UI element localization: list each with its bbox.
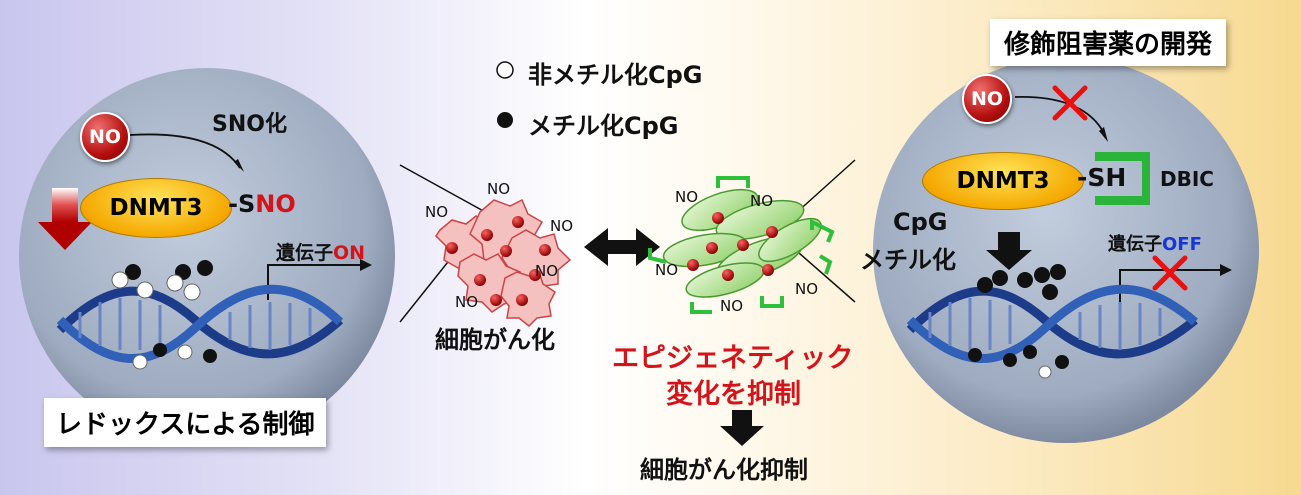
unmethylated-marker: [496, 61, 514, 79]
no-tag-2: NO: [425, 203, 449, 221]
result-arrow: [720, 410, 764, 446]
cpg-line2: メチル化: [860, 246, 956, 274]
epigenetic-line2: 変化を抑制: [666, 379, 801, 410]
no-suffix: NO: [255, 190, 296, 218]
double-arrow: [584, 228, 660, 266]
no-tag-1: NO: [487, 180, 511, 198]
result-label: 細胞がん化抑制: [640, 456, 808, 484]
methylated-marker: [497, 112, 513, 128]
s-prefix: -S: [228, 190, 256, 218]
left-caption-box: レドックスによる制御: [44, 398, 327, 447]
right-no-molecule: NO: [962, 74, 1012, 124]
no-tag-4: NO: [535, 262, 559, 280]
right-gene-prefix: 遺伝子: [1108, 234, 1162, 255]
cancer-cell-cluster: [435, 198, 572, 328]
right-gene-label: 遺伝子OFF: [1108, 230, 1202, 256]
no-tag-6: NO: [675, 188, 699, 206]
legend-unmethylated-label: 非メチル化CpG: [528, 61, 703, 89]
gene-on-state: ON: [333, 242, 366, 264]
right-dna-helix: [906, 264, 1198, 379]
cpg-line1: CpG: [893, 208, 948, 236]
sh-label: -SH: [1077, 163, 1127, 192]
left-gene-label: 遺伝子ON: [276, 238, 365, 265]
no-tag-5: NO: [455, 293, 479, 311]
legend-methylated-label: メチル化CpG: [528, 112, 679, 140]
block-x-icon: [1052, 85, 1088, 121]
no-tag-8: NO: [655, 261, 679, 279]
dbic-bracket: [1095, 152, 1150, 205]
right-title-box: 修飾阻害薬の開発: [990, 19, 1227, 66]
left-dna-helix: [56, 260, 344, 370]
left-dnmt3: DNMT3: [80, 178, 232, 238]
sno-arrow: [129, 133, 241, 169]
sno-label: SNO化: [212, 112, 287, 137]
no-tag-10: NO: [720, 297, 744, 315]
right-dnmt3: DNMT3: [922, 152, 1084, 210]
no-tag-7: NO: [750, 192, 774, 210]
cancer-label: 細胞がん化: [435, 326, 555, 354]
decrease-arrow: [38, 188, 92, 250]
left-no-molecule: NO: [80, 112, 130, 162]
no-tag-3: NO: [550, 217, 574, 235]
left-sno-group: -SNO: [228, 190, 296, 218]
epigenetic-line1: エピジェネティック: [612, 343, 854, 374]
gene-off-x-icon: [1152, 255, 1188, 291]
left-gene-prefix: 遺伝子: [276, 242, 334, 264]
normal-cell-cluster: [648, 176, 835, 314]
dbic-label: DBIC: [1160, 167, 1214, 191]
methylation-arrow: [986, 232, 1032, 270]
gene-off-state: OFF: [1162, 234, 1202, 255]
no-tag-9: NO: [795, 280, 819, 298]
